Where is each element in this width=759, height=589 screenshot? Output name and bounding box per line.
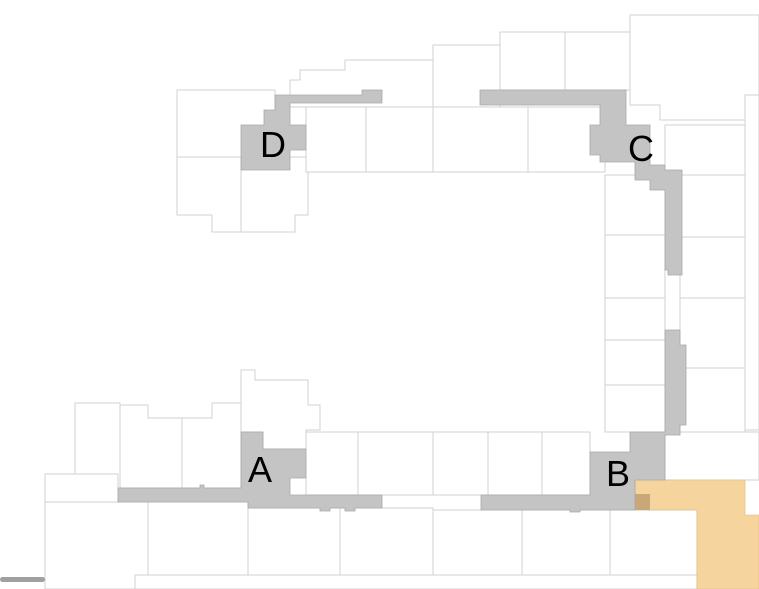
room[interactable] (679, 174, 746, 238)
room[interactable] (432, 509, 523, 576)
room[interactable] (339, 507, 434, 576)
room[interactable] (679, 367, 746, 433)
rooms (44, 14, 759, 589)
corridor-c[interactable] (479, 89, 683, 276)
room[interactable] (44, 473, 119, 503)
room[interactable] (604, 297, 666, 341)
room[interactable] (357, 431, 434, 496)
room[interactable] (499, 31, 566, 91)
room[interactable] (432, 431, 489, 496)
room[interactable] (604, 339, 666, 386)
highlighted-area[interactable] (634, 479, 759, 589)
zone-label-a: A (248, 449, 272, 490)
room[interactable] (44, 501, 149, 589)
room[interactable] (679, 297, 746, 369)
room[interactable] (664, 431, 759, 481)
room[interactable] (744, 94, 759, 431)
room[interactable] (541, 431, 591, 496)
room[interactable] (305, 106, 367, 173)
corridor-d[interactable] (240, 89, 383, 171)
room[interactable] (247, 507, 341, 576)
room[interactable] (147, 501, 249, 576)
room[interactable] (181, 402, 242, 489)
room[interactable] (629, 14, 759, 121)
room[interactable] (604, 234, 666, 299)
room[interactable] (176, 156, 242, 233)
room[interactable] (521, 509, 611, 576)
zone-labels: A B C D (248, 124, 654, 494)
room[interactable] (119, 404, 183, 489)
room[interactable] (604, 384, 666, 433)
room[interactable] (679, 236, 746, 299)
room[interactable] (365, 106, 434, 173)
zone-label-d: D (260, 124, 286, 165)
room[interactable] (527, 106, 606, 173)
room[interactable] (305, 431, 359, 496)
room[interactable] (432, 106, 529, 173)
room[interactable] (664, 124, 746, 176)
zone-label-c: C (628, 128, 654, 169)
highlight-zone[interactable] (634, 479, 759, 589)
room[interactable] (609, 509, 698, 576)
corridor-a[interactable] (117, 431, 383, 512)
horizontal-scrollbar[interactable] (0, 577, 45, 582)
room[interactable] (134, 574, 698, 589)
overlap-zone (635, 494, 650, 510)
room[interactable] (487, 431, 543, 496)
zone-label-b: B (606, 453, 630, 494)
room[interactable] (564, 31, 631, 91)
corridors (117, 89, 687, 513)
corridor-b[interactable] (480, 329, 687, 513)
